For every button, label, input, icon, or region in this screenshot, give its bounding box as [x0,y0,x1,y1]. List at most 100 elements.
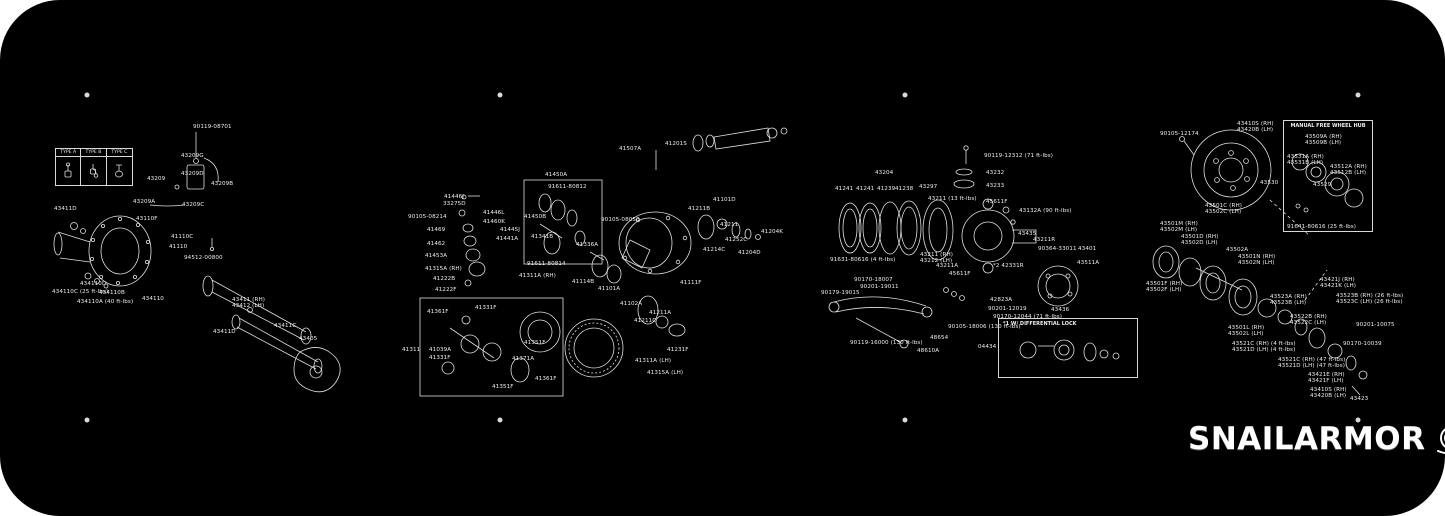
part-label: 43436 [1051,307,1070,313]
part-label: 41110 [169,244,188,250]
part-label: 43297 [919,184,938,190]
part-label: 41315A (RH) [425,266,462,272]
part-label: 41331F [475,305,497,311]
part-label: 48610A [917,348,940,354]
part-label: 43212 (LH) [920,258,953,264]
part-label: 43501L (RH) [1228,325,1265,331]
part-label: 434110A (40 ft-lbs) [77,299,134,305]
part-label: 41114B [572,279,595,285]
part-label: 91631-80616 (4 ft-lbs) [830,257,896,263]
part-label: 48654 [930,335,949,341]
part-label: 45611F [949,271,971,277]
part-label: 43523B (LH) [1270,300,1307,306]
brand-text: SNAILARMOR [1188,421,1426,457]
part-label: 41101D [713,197,736,203]
part-label: 434110B [99,290,125,296]
part-label: 41204D [738,250,761,256]
type-c-label: TYPE C [106,149,132,157]
rear-axle-art [53,132,341,393]
part-label: 43211R [1033,237,1056,243]
part-label: 41211C [634,318,657,324]
part-label: 41462 [427,241,446,247]
part-label: 41238 [895,186,914,192]
part-label: 90105-18006 (130 ft-lbs) [948,324,1021,330]
steering-knuckle-art [828,145,1120,362]
part-label: 43401 [1078,246,1097,252]
part-label: 43421E (RH) [1308,372,1345,378]
part-label: *2 42331R [993,263,1024,269]
screw-hole [902,92,908,98]
part-label: 43502L (LH) [1228,331,1264,337]
part-label: 43209A [133,199,156,205]
part-label: 43421K (LH) [1320,283,1357,289]
part-label: 41441A [496,236,519,242]
part-label: 42823A [990,297,1013,303]
part-label: 43204 [875,170,894,176]
part-label: 90105-12174 [1160,131,1199,137]
screw-hole [902,417,908,423]
part-label: 434110C (25 ft-lbs) [52,289,109,295]
part-label: 41211B [688,206,711,212]
part-label: 43501M (RH) [1160,221,1198,227]
part-label: 43233 [986,183,1005,189]
part-label: 43412 (LH) [232,303,265,309]
part-label: 90119-08701 [193,124,232,130]
part-label: 41241 [856,186,875,192]
part-label: 43521D (LH) (4 ft-lbs) [1232,347,1296,353]
part-label: 43420B (LH) [1310,393,1347,399]
part-label: 90119-12312 (71 ft-lbs) [984,153,1054,159]
part-label: 90201-19011 [860,284,899,290]
part-label: 41460K [483,219,506,225]
part-label: 43411D [213,329,236,335]
type-a-label: TYPE A [56,149,81,157]
part-label: 43502N (LH) [1238,260,1275,266]
part-label: 43501F (RH) [1146,281,1183,287]
part-label: 41311 [402,347,421,353]
part-label: 41101A [598,286,621,292]
type-c-cell: TYPE C [106,149,132,185]
part-label: 41450B [524,214,547,220]
part-label: 41469 [427,227,446,233]
part-label: 41214C [703,247,726,253]
front-differential-art [419,127,788,397]
part-label: 90170-18007 [854,277,893,283]
part-label: 90170-10039 [1343,341,1382,347]
part-label: 43523A (RH) [1270,294,1307,300]
type-b-cell: TYPE B [81,149,107,185]
part-label: 41507A [619,146,642,152]
type-b-label: TYPE B [81,149,106,157]
part-label: 43411D [54,206,77,212]
part-label: 43521C (RH) (47 ft-lbs) [1278,357,1346,363]
part-label: 41110C [171,234,194,240]
part-label: 43421J (RH) [1320,277,1355,283]
screw-hole [84,92,90,98]
part-label: 41252C [725,237,748,243]
part-label: 90105-08214 [408,214,447,220]
part-label: 41102A [620,301,643,307]
part-label: 43232 [986,170,1005,176]
differential-lock-box: *1 W/ DIFFERENTIAL LOCK [998,318,1138,378]
part-label: 43522B (RH) [1290,314,1327,320]
type-c-glyph [107,157,132,185]
part-label: 43411 (RH) [232,297,266,303]
part-label: 43512B (LH) [1330,170,1367,176]
part-label: 43411C [274,323,297,329]
part-label: 41361F [427,309,449,315]
part-label: 90201-12019 [988,306,1027,312]
part-label: 41351F [524,340,546,346]
part-label: 33275D [443,201,466,207]
screw-hole [497,417,503,423]
part-label: 43530 [1260,180,1279,186]
part-label: 434110 [142,296,164,302]
part-label: 43529 [1313,182,1332,188]
part-label: 434110D [80,281,107,287]
part-label: 41445J [500,227,521,233]
part-label: 90119-16000 (130 ft-lbs) [850,340,923,346]
part-label: 43209 [147,176,166,182]
part-label: 94512-00800 [184,255,223,261]
part-label: 43421F (LH) [1308,378,1344,384]
part-label: 43531A (RH) [1287,154,1324,160]
part-label: 41446J [444,194,465,200]
